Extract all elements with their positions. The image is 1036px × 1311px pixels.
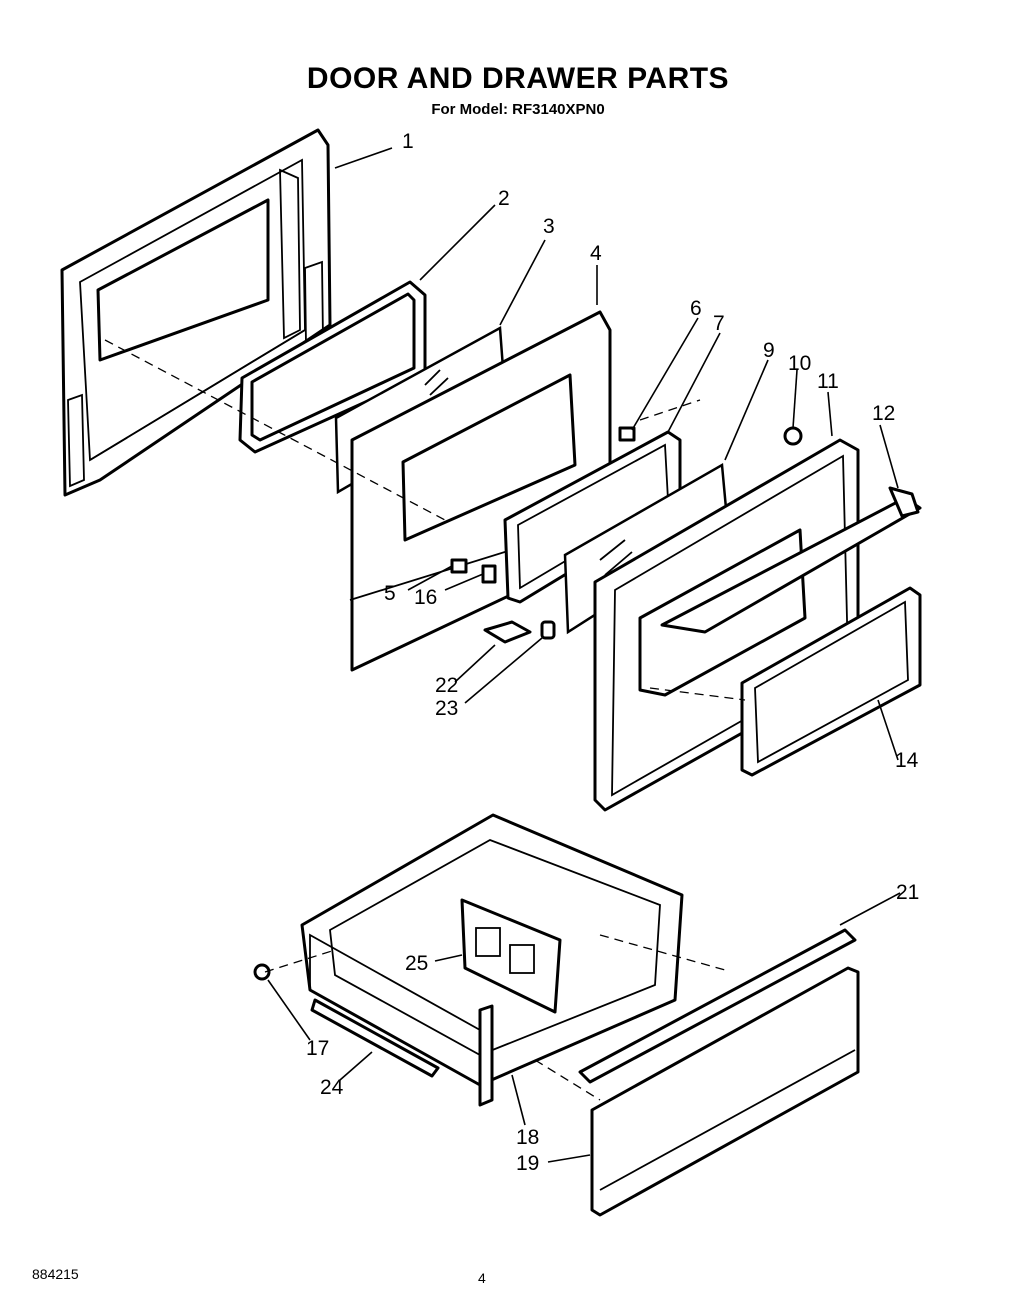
part-5-clip: [450, 558, 468, 574]
callout-16: 16: [414, 586, 437, 609]
part-12-door-handle: [660, 486, 922, 634]
page-number: 4: [478, 1270, 486, 1286]
callout-labels: 1 2 3 4 6 7 9 10 11 12 5 16 22 23 14 21 …: [306, 130, 919, 1175]
part-19-drawer-front: [590, 966, 860, 1217]
callout-18: 18: [516, 1126, 539, 1149]
callout-23: 23: [435, 697, 458, 720]
part-23-spacer: [540, 620, 556, 640]
callout-19: 19: [516, 1152, 539, 1175]
callout-9: 9: [763, 339, 775, 362]
callout-11: 11: [817, 370, 839, 393]
part-6-bracket: [618, 426, 636, 442]
part-1-outer-door-panel: [60, 128, 332, 497]
model-subtitle: For Model: RF3140XPN0: [431, 101, 605, 118]
callout-1: 1: [402, 130, 414, 153]
document-number: 884215: [32, 1266, 79, 1282]
part-10-screw: [783, 426, 803, 446]
callout-6: 6: [690, 297, 702, 320]
part-16-clip: [481, 564, 497, 584]
callout-3: 3: [543, 215, 555, 238]
callout-25: 25: [405, 952, 428, 975]
callout-17: 17: [306, 1037, 329, 1060]
callout-10: 10: [788, 352, 811, 375]
callout-5: 5: [384, 582, 396, 605]
callout-7: 7: [713, 312, 725, 335]
callout-12: 12: [872, 402, 895, 425]
part-17-glide: [253, 963, 271, 981]
callout-24: 24: [320, 1076, 344, 1099]
callout-2: 2: [498, 187, 510, 210]
callout-4: 4: [590, 242, 602, 265]
part-22-bracket: [483, 620, 532, 644]
part-14-window-trim: [740, 586, 922, 777]
part-18-side-rail: [478, 1004, 494, 1107]
leader-lines: [267, 147, 901, 1163]
callout-22: 22: [435, 674, 458, 697]
callout-14: 14: [895, 749, 919, 772]
part-24-drawer-rail: [310, 998, 440, 1078]
assembly-lines: [104, 339, 746, 1101]
page-title: DOOR AND DRAWER PARTS: [306, 62, 730, 95]
callout-21: 21: [896, 881, 919, 904]
part-21-drawer-trim: [578, 928, 857, 1084]
part-25-drawer-bracket: [460, 898, 562, 1014]
